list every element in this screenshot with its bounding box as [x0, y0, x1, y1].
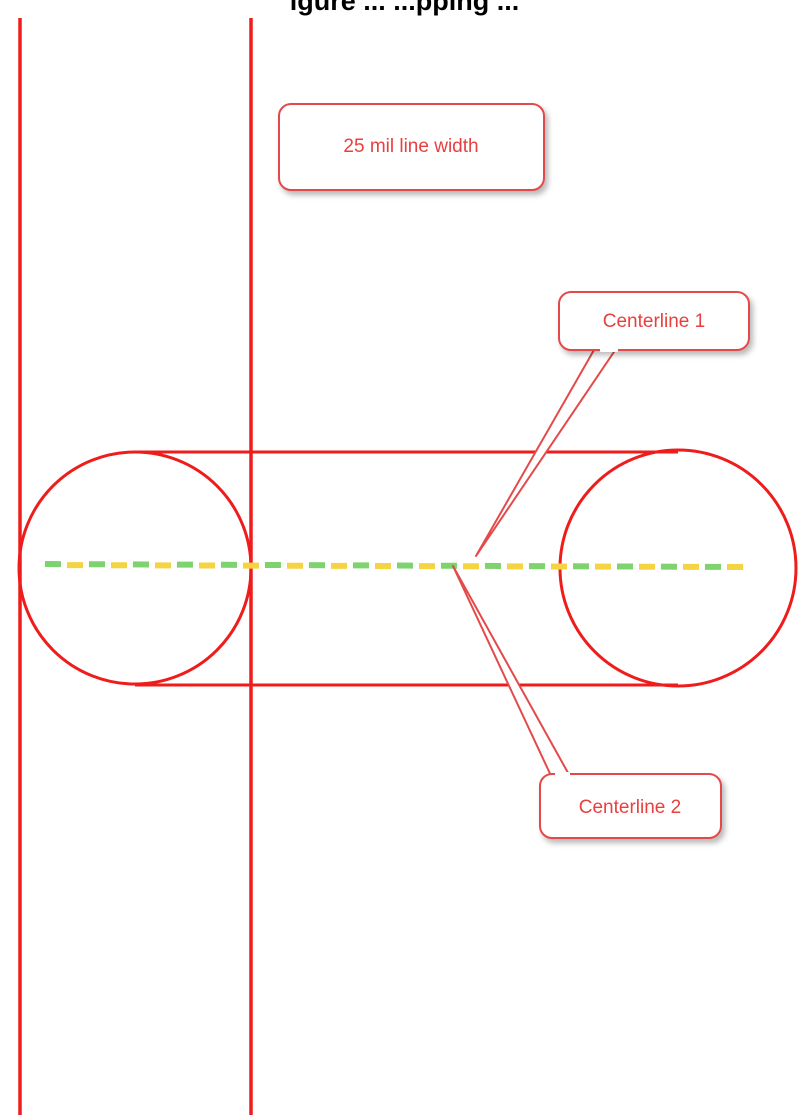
- centerline-1-callout: Centerline 1: [475, 291, 750, 557]
- centerline-1-pointer: [475, 342, 621, 557]
- centerline-2-dashes: [44, 561, 741, 570]
- centerline-2-callout: Centerline 2: [452, 565, 722, 839]
- page-title: igure ... ...pping ...: [289, 0, 520, 16]
- line-width-callout: 25 mil line width: [278, 103, 545, 191]
- centerline-1-callout-text: Centerline 1: [603, 311, 705, 332]
- centerline-2-callout-text: Centerline 2: [579, 797, 681, 818]
- centerline-2-pointer: [452, 565, 573, 781]
- left-end-circle: [17, 450, 253, 686]
- line-width-callout-text: 25 mil line width: [343, 136, 478, 157]
- centerline-1-dashes: [44, 562, 746, 570]
